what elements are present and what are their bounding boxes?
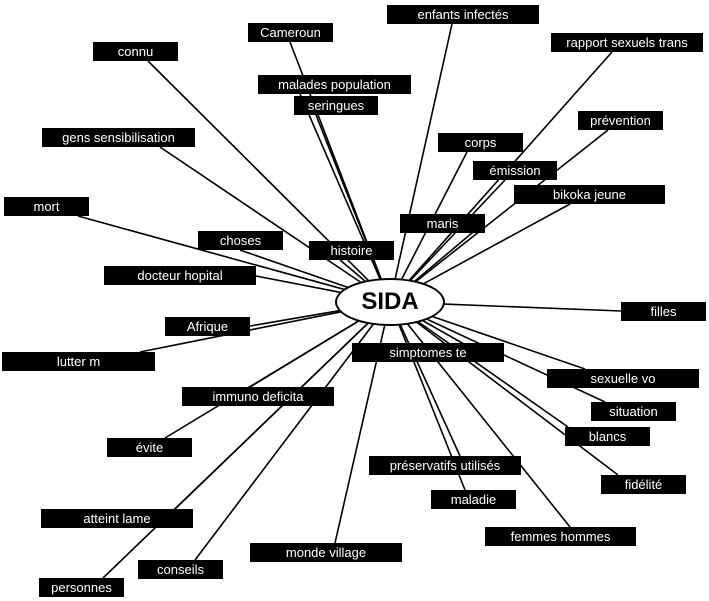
link-line bbox=[339, 259, 366, 282]
node-label: rapport sexuels trans bbox=[551, 33, 703, 52]
node-label: femmes hommes bbox=[485, 527, 636, 546]
node-label: blancs bbox=[565, 427, 650, 446]
node-label: filles bbox=[621, 302, 706, 321]
node-label: bikoka jeune bbox=[514, 185, 665, 204]
node-label: lutter m bbox=[2, 352, 155, 371]
node-label: maladie bbox=[431, 490, 516, 509]
node-label: Cameroun bbox=[248, 23, 333, 42]
link-line bbox=[417, 321, 569, 428]
node-label: immuno deficita bbox=[182, 387, 334, 406]
link-line bbox=[426, 318, 606, 403]
node-label: malades population bbox=[258, 75, 411, 94]
link-line bbox=[432, 315, 586, 370]
node-label: Afrique bbox=[165, 317, 250, 336]
node-label: situation bbox=[591, 402, 676, 421]
link-line bbox=[239, 249, 349, 289]
node-label: monde village bbox=[250, 543, 402, 562]
node-label: sexuelle vo bbox=[547, 369, 699, 388]
node-label: préservatifs utilisés bbox=[369, 456, 521, 475]
link-line bbox=[194, 323, 374, 561]
node-label: enfants infectés bbox=[387, 5, 539, 24]
node-label: mort bbox=[4, 197, 89, 216]
link-line bbox=[423, 203, 571, 285]
node-label: maris bbox=[400, 214, 485, 233]
link-line bbox=[255, 275, 341, 294]
link-line bbox=[102, 322, 369, 579]
link-line bbox=[443, 303, 622, 312]
center-node-sida: SIDA bbox=[335, 278, 445, 326]
node-label: simptomes te bbox=[352, 343, 504, 362]
node-label: fidélité bbox=[601, 475, 686, 494]
link-line bbox=[159, 146, 362, 283]
node-label: atteint lame bbox=[41, 509, 193, 528]
node-label: corps bbox=[438, 133, 523, 152]
link-line bbox=[77, 215, 345, 291]
node-label: connu bbox=[93, 42, 178, 61]
node-label: seringues bbox=[294, 96, 378, 115]
node-label: prévention bbox=[578, 111, 663, 130]
node-label: évite bbox=[107, 438, 192, 457]
node-label: docteur hopital bbox=[104, 266, 256, 285]
node-label: choses bbox=[198, 231, 283, 250]
node-label: émission bbox=[473, 161, 557, 180]
node-label: histoire bbox=[309, 241, 394, 260]
link-line bbox=[164, 320, 359, 439]
node-label: personnes bbox=[39, 578, 124, 597]
link-line bbox=[415, 129, 609, 283]
link-line bbox=[394, 23, 453, 279]
link-line bbox=[249, 309, 340, 327]
node-label: conseils bbox=[138, 560, 223, 579]
node-label: gens sensibilisation bbox=[42, 128, 195, 147]
